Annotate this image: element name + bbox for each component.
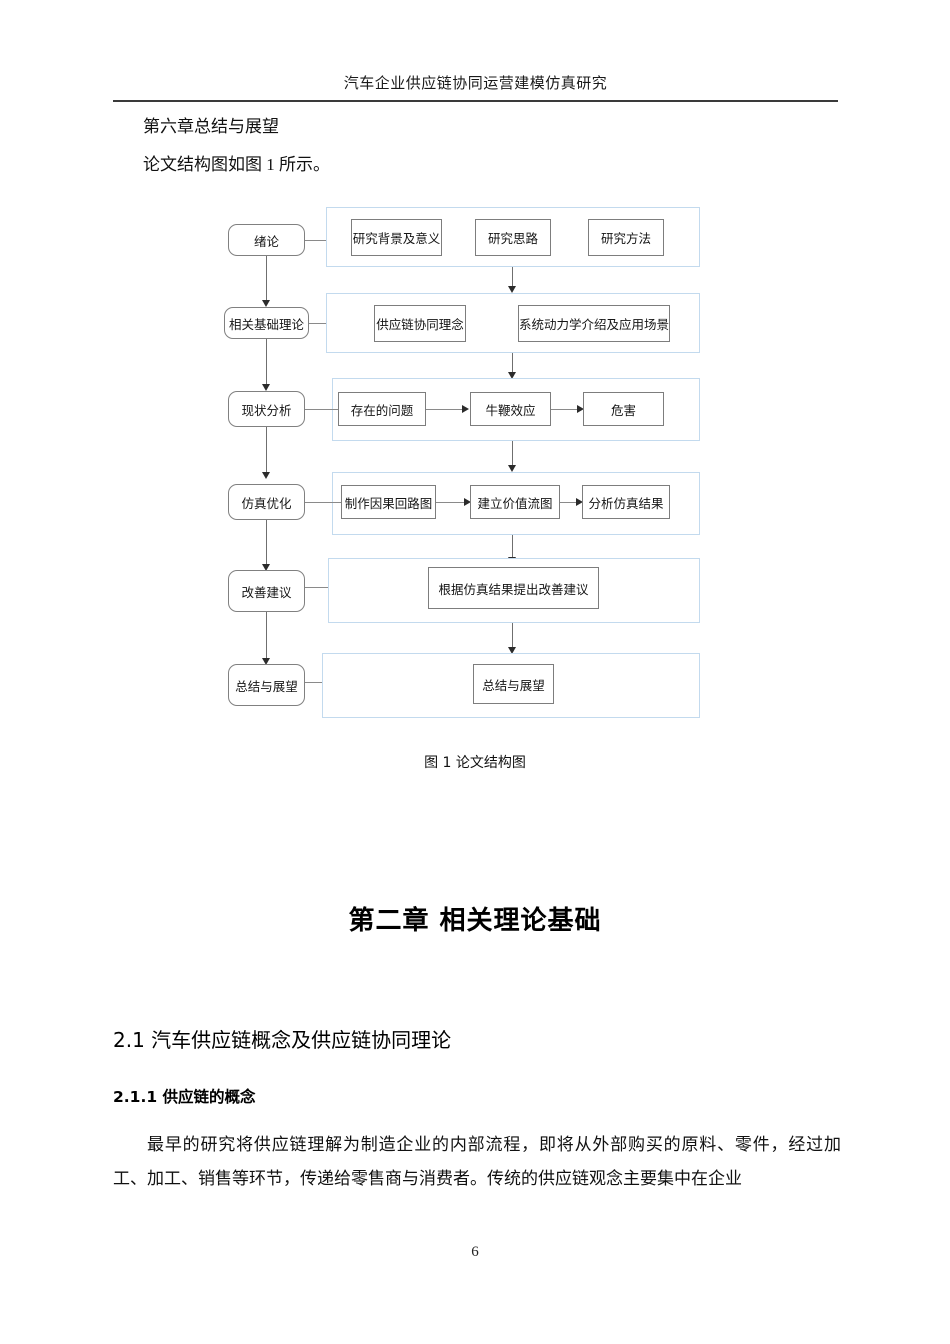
- stage-item-4-2[interactable]: 建立价值流图: [470, 485, 560, 519]
- connector-left-3: [305, 409, 338, 410]
- stage-item-3-2[interactable]: 牛鞭效应: [470, 392, 551, 426]
- stage-item-label-6-1: 总结与展望: [482, 677, 545, 693]
- left-chain-arrow-2-3: [262, 384, 270, 391]
- arrow-line-g4-g5: [512, 535, 513, 559]
- stage-item-label-3-1: 存在的问题: [350, 402, 414, 418]
- stage-left-label-2: 相关基础理论: [228, 316, 304, 332]
- stage-item-5-1[interactable]: 根据仿真结果提出改善建议: [428, 567, 599, 609]
- stage-item-label-2-2: 系统动力学介绍及应用场景: [519, 317, 670, 332]
- connector-left-4: [305, 502, 341, 503]
- stage-item-3-1[interactable]: 存在的问题: [338, 392, 426, 426]
- stage-item-1-3[interactable]: 研究方法: [588, 219, 664, 256]
- stage-left-label-5: 改善建议: [241, 584, 292, 600]
- stage-left-label-4: 仿真优化: [241, 495, 292, 511]
- stage-left-node-3[interactable]: 现状分析: [228, 391, 305, 427]
- stage-left-node-4[interactable]: 仿真优化: [228, 484, 305, 520]
- stage-item-3-3[interactable]: 危害: [583, 392, 664, 426]
- stage-item-2-2[interactable]: 系统动力学介绍及应用场景: [518, 305, 670, 342]
- left-chain-1-2: [266, 256, 267, 302]
- arrow-line-g5-g6: [512, 623, 513, 649]
- left-chain-4-5: [266, 520, 267, 566]
- left-chain-arrow-5-6: [262, 658, 270, 665]
- left-chain-arrow-1-2: [262, 300, 270, 307]
- stage-item-label-1-1: 研究背景及意义: [352, 231, 441, 246]
- arrow-head-g3-g4: [508, 465, 516, 472]
- connector-4-1-4-2: [436, 502, 466, 503]
- stage-item-4-3[interactable]: 分析仿真结果: [582, 485, 670, 519]
- left-chain-arrow-4-5: [262, 564, 270, 571]
- stage-left-node-5[interactable]: 改善建议: [228, 570, 305, 612]
- left-chain-arrow-3-4: [262, 472, 270, 479]
- stage-item-label-1-3: 研究方法: [600, 231, 651, 246]
- arrow-line-g2-g3: [512, 353, 513, 374]
- running-header: 汽车企业供应链协同运营建模仿真研究: [343, 76, 608, 92]
- stage-left-label-1: 绪论: [253, 233, 279, 249]
- stage-item-4-1[interactable]: 制作因果回路图: [341, 485, 436, 519]
- stage-left-label-6: 总结与展望: [235, 678, 298, 694]
- stage-left-node-6[interactable]: 总结与展望: [228, 664, 305, 706]
- arrow-head-g5-g6: [508, 647, 516, 654]
- stage-item-label-1-2: 研究思路: [487, 231, 538, 246]
- left-chain-2-3: [266, 339, 267, 386]
- stage-item-6-1[interactable]: 总结与展望: [473, 664, 554, 704]
- stage-item-1-2[interactable]: 研究思路: [475, 219, 551, 256]
- arrow-head-3-2-3-3: [577, 405, 584, 413]
- section-heading-2-1: 2.1 汽车供应链概念及供应链协同理论: [113, 1028, 452, 1052]
- connector-left-6: [305, 682, 322, 683]
- left-chain-3-4: [266, 427, 267, 474]
- arrow-line-g1-g2: [512, 267, 513, 288]
- intro-line-chapter: 第六章总结与展望: [143, 117, 279, 136]
- stage-item-label-4-2: 建立价值流图: [477, 495, 553, 511]
- figure-caption: 图 1 论文结构图: [424, 755, 526, 771]
- arrow-head-g1-g2: [508, 286, 516, 293]
- section-heading-2-1-1: 2.1.1 供应链的概念: [113, 1088, 256, 1106]
- connector-4-2-4-3: [560, 502, 578, 503]
- stage-item-label-3-3: 危害: [610, 402, 636, 418]
- stage-item-2-1[interactable]: 供应链协同理念: [374, 305, 466, 342]
- arrow-head-3-1-3-2: [462, 405, 469, 413]
- header-divider: [113, 100, 838, 102]
- stage-left-label-3: 现状分析: [241, 402, 292, 418]
- arrow-head-4-2-4-3: [576, 498, 583, 506]
- stage-item-label-5-1: 根据仿真结果提出改善建议: [438, 581, 589, 597]
- connector-3-2-3-3: [551, 409, 579, 410]
- stage-item-label-4-1: 制作因果回路图: [344, 495, 433, 511]
- connector-left-1: [305, 240, 326, 241]
- connector-left-2: [309, 323, 326, 324]
- stage-item-1-1[interactable]: 研究背景及意义: [351, 219, 442, 256]
- stage-left-node-1[interactable]: 绪论: [228, 224, 305, 256]
- stage-item-label-2-1: 供应链协同理念: [376, 317, 464, 332]
- connector-left-5: [305, 587, 328, 588]
- arrow-head-4-1-4-2: [464, 498, 471, 506]
- intro-line-figure-ref: 论文结构图如图 1 所示。: [143, 155, 330, 174]
- body-paragraph: 最早的研究将供应链理解为制造企业的内部流程，即将从外部购买的原料、零件，经过加工…: [113, 1135, 841, 1188]
- arrow-head-g2-g3: [508, 372, 516, 379]
- left-chain-5-6: [266, 612, 267, 660]
- page-number: 6: [471, 1244, 479, 1260]
- stage-left-node-2[interactable]: 相关基础理论: [224, 307, 309, 339]
- stage-item-label-3-2: 牛鞭效应: [485, 402, 536, 418]
- chapter-title: 第二章 相关理论基础: [348, 906, 602, 936]
- connector-3-1-3-2: [426, 409, 464, 410]
- stage-item-label-4-3: 分析仿真结果: [588, 495, 664, 511]
- arrow-line-g3-g4: [512, 441, 513, 467]
